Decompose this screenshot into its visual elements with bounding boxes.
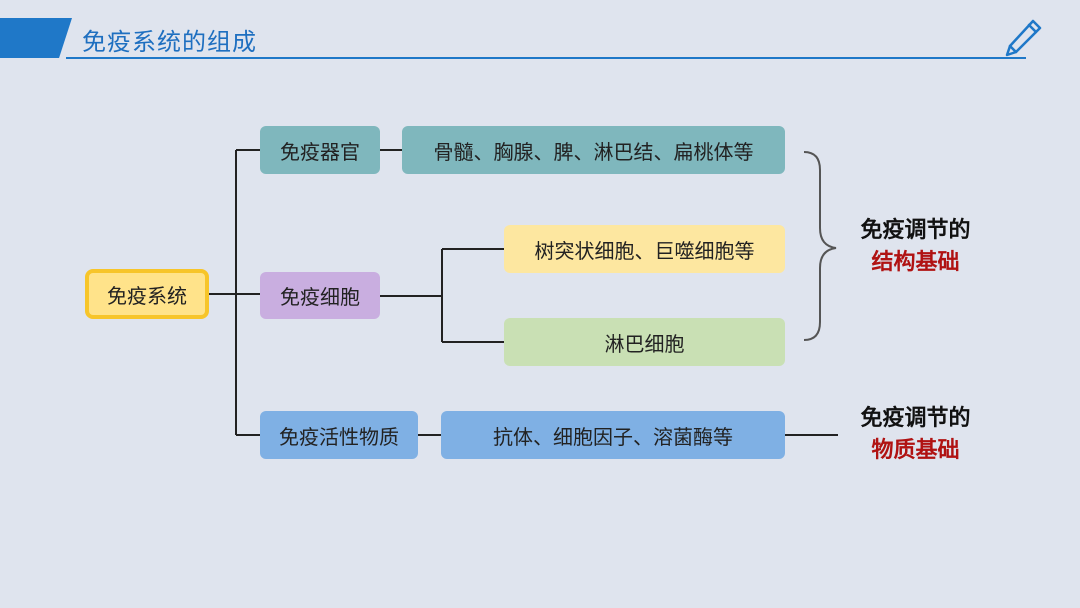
root-node: 免疫系统 <box>85 269 209 319</box>
organ-node: 免疫器官 <box>260 126 380 174</box>
material-note-line2: 物质基础 <box>871 437 960 463</box>
pen-icon <box>1005 19 1042 57</box>
substance-detail-node: 抗体、细胞因子、溶菌酶等 <box>441 411 785 459</box>
structure-note-line2: 结构基础 <box>871 249 960 275</box>
organ-detail-node: 骨髓、胸腺、脾、淋巴结、扁桃体等 <box>402 126 785 174</box>
structure-note-line1: 免疫调节的 <box>860 217 971 243</box>
cell-detail-lymphocyte-node: 淋巴细胞 <box>504 318 785 366</box>
cell-detail-dendritic-node: 树突状细胞、巨噬细胞等 <box>504 225 785 273</box>
header-underline <box>66 57 1026 59</box>
substance-node: 免疫活性物质 <box>260 411 418 459</box>
curly-brace <box>803 151 837 341</box>
header-accent-bar <box>0 18 72 58</box>
cell-node: 免疫细胞 <box>260 272 380 319</box>
page-title: 免疫系统的组成 <box>82 28 257 56</box>
material-note-line1: 免疫调节的 <box>860 405 971 431</box>
structure-note: 免疫调节的 结构基础 <box>843 214 988 278</box>
material-note: 免疫调节的 物质基础 <box>843 402 988 466</box>
